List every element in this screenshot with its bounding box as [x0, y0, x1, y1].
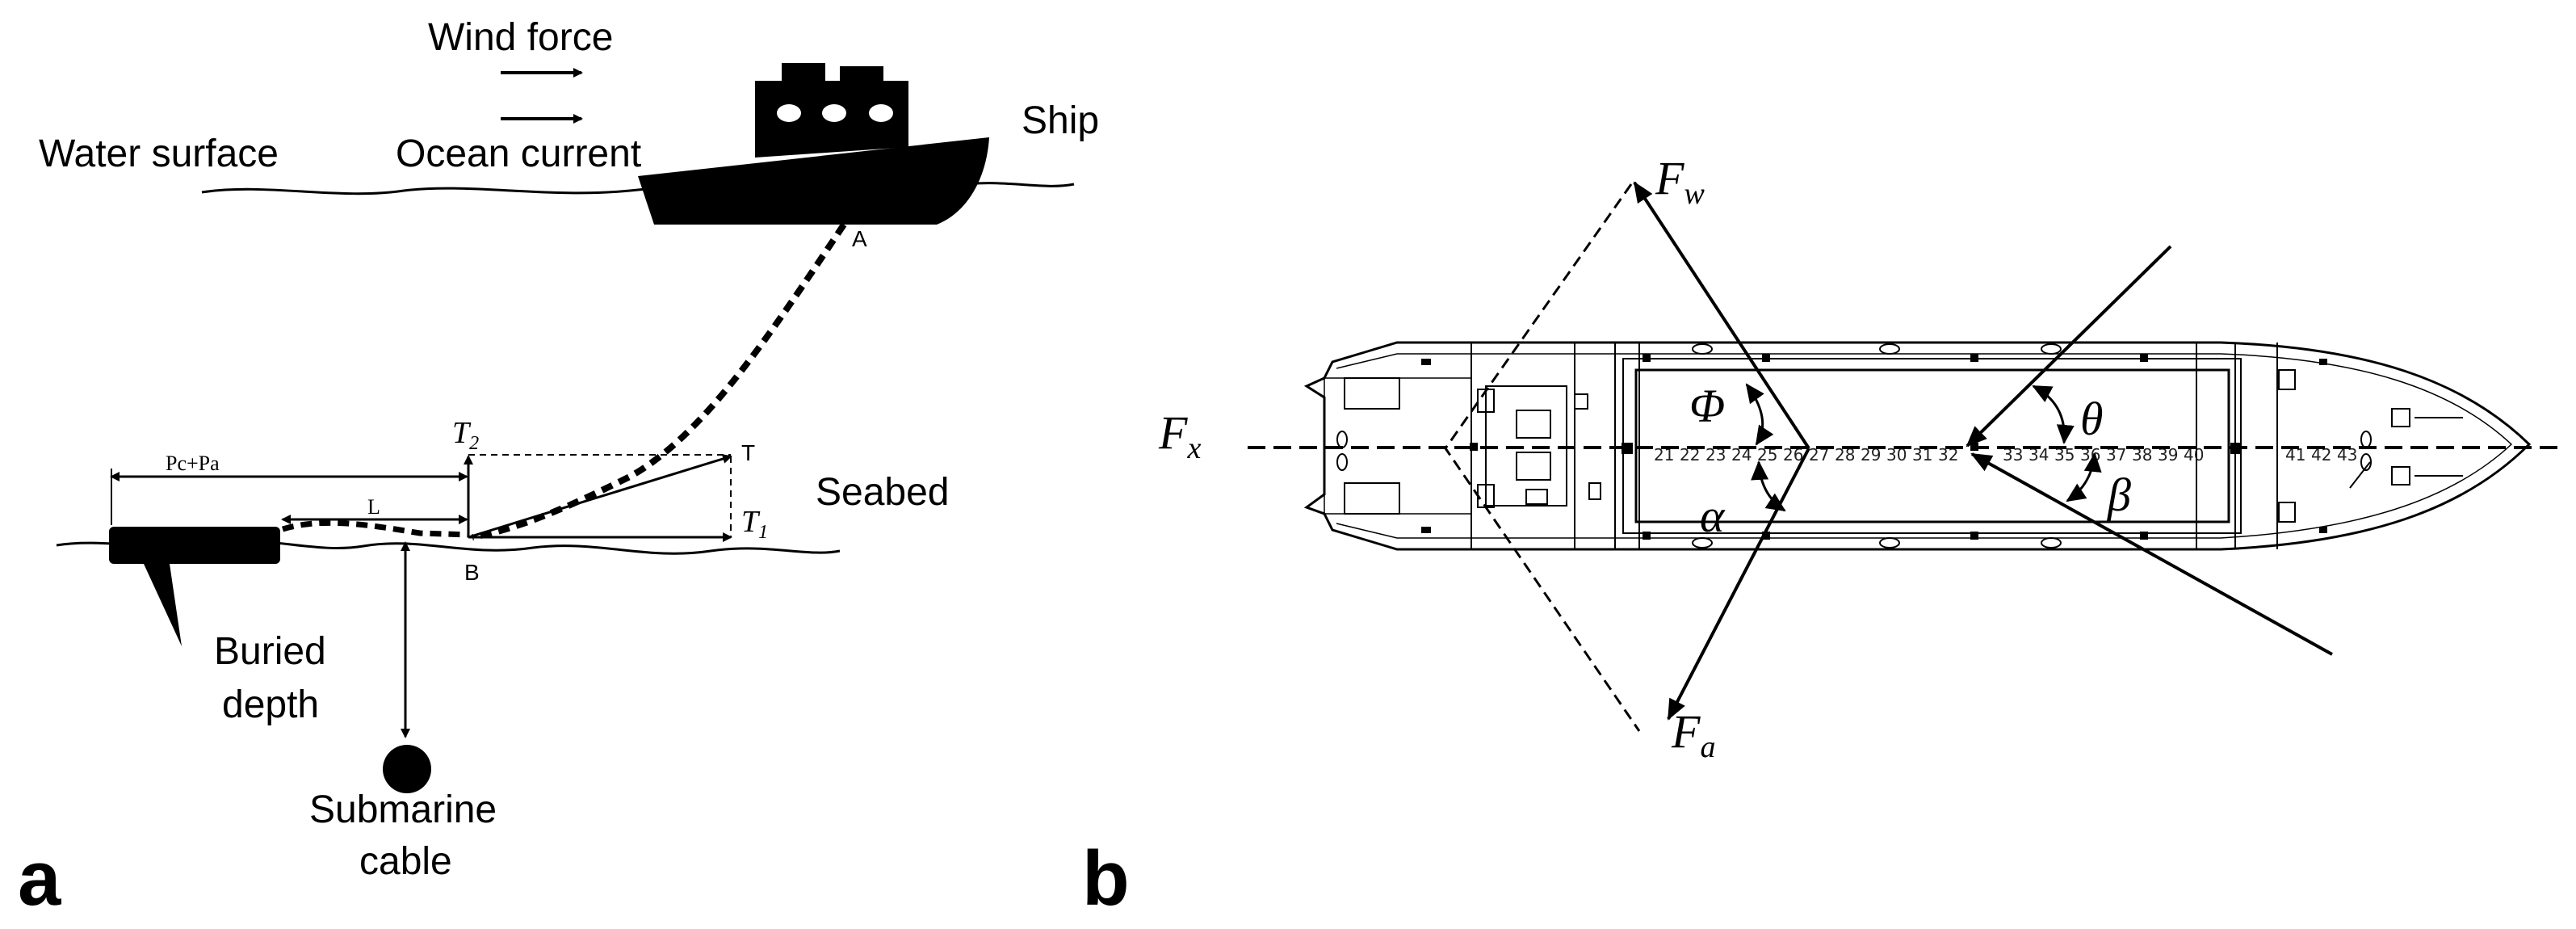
ship-icon	[638, 63, 989, 225]
alpha-label: α	[1700, 490, 1726, 542]
vessel-deck-plan	[1303, 341, 2532, 551]
ocean-current-label: Ocean current	[396, 132, 641, 175]
ship-label: Ship	[1022, 99, 1099, 142]
panel-a: Wind force Ocean current Water surface S…	[18, 16, 1099, 922]
t2-label: T2	[452, 416, 479, 454]
panel-b: 21 22 23 24 25 26 27 28 29 30 31 32 33 3…	[1082, 152, 2564, 922]
point-a-label: A	[852, 226, 867, 251]
buried-depth-label-line2: depth	[222, 683, 319, 726]
submarine-cable-label-line1: Submarine	[309, 788, 497, 831]
towing-cable	[472, 222, 847, 540]
buried-cable-segment	[281, 519, 469, 538]
beta-angle-arc	[2066, 452, 2102, 502]
beta-label: β	[2107, 469, 2131, 521]
seabed-label: Seabed	[816, 471, 950, 514]
submarine-cable-label-line2: cable	[359, 840, 452, 883]
t-label: T	[741, 440, 755, 465]
wind-direction-line	[1966, 245, 2172, 448]
fw-vector	[1633, 181, 1810, 450]
panel-b-label: b	[1082, 835, 1130, 922]
fx-label: Fx	[1158, 406, 1201, 465]
phi-angle-arc	[1745, 383, 1774, 446]
t1-label: T1	[741, 505, 768, 543]
theta-label: θ	[2080, 393, 2104, 445]
point-b-label: B	[464, 560, 480, 585]
t-arrow	[468, 454, 732, 539]
current-direction-line	[1970, 452, 2333, 656]
fw-label: Fw	[1655, 152, 1705, 211]
force-parallelogram-dashed	[1444, 183, 1641, 732]
buried-depth-label-line1: Buried	[214, 630, 326, 673]
submarine-cable-icon	[383, 745, 431, 793]
plough-icon	[109, 527, 280, 646]
fa-vector	[1667, 448, 1810, 721]
l-label: L	[367, 495, 380, 519]
water-surface-label: Water surface	[39, 132, 279, 175]
theta-angle-arc	[2032, 385, 2075, 444]
phi-label: Φ	[1689, 380, 1725, 432]
pc-pa-label: Pc+Pa	[166, 452, 220, 475]
fa-label: Fa	[1671, 705, 1715, 764]
alpha-angle-arc	[1751, 460, 1786, 512]
panel-a-label: a	[18, 835, 61, 922]
wind-force-label: Wind force	[428, 16, 613, 59]
